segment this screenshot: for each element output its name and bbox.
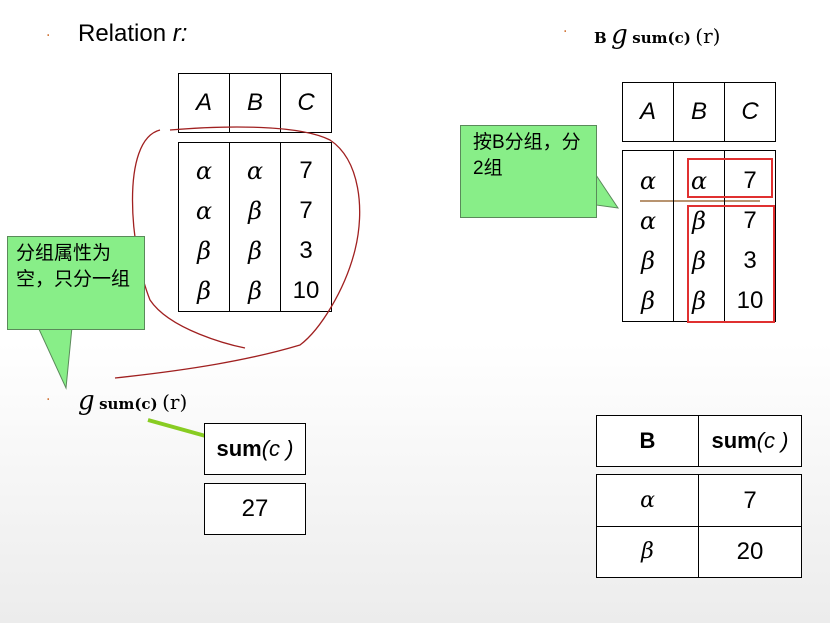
- cell: β: [641, 247, 655, 275]
- header-cell: C: [724, 82, 776, 142]
- header-cell: A: [622, 82, 674, 142]
- cell: 3: [743, 247, 757, 274]
- cell: α: [246, 157, 264, 185]
- cell: α: [195, 157, 213, 185]
- relation-title-var: r:: [172, 20, 188, 47]
- column-a: α α β β: [178, 142, 230, 312]
- result-value: 27: [204, 483, 306, 535]
- relation-title: Relation r:: [78, 20, 187, 48]
- relation-title-text: Relation: [78, 20, 173, 47]
- result-cell: 20: [698, 526, 802, 578]
- result-header-rest: (c ): [756, 428, 789, 453]
- aggregate-g: g: [78, 386, 95, 416]
- cell: β: [692, 287, 706, 315]
- result-header-sum: sum(c ): [698, 415, 802, 467]
- result-cell: α: [596, 474, 699, 527]
- cell: β: [197, 237, 211, 265]
- group-arg: (r): [695, 24, 721, 48]
- cell: β: [692, 207, 706, 235]
- callout-tail: [595, 173, 620, 209]
- cell: 10: [292, 277, 320, 304]
- bullet: ·: [563, 24, 568, 40]
- cell: β: [641, 287, 655, 315]
- cell: α: [639, 207, 657, 235]
- group-highlight-alpha: [687, 158, 773, 198]
- column-c: 7 7 3 10: [724, 150, 776, 322]
- cell: β: [248, 277, 262, 305]
- aggregate-sub: sum(c): [99, 395, 158, 413]
- cell: β: [692, 247, 706, 275]
- result-header-b: B: [596, 415, 699, 467]
- result-header-bold: sum: [711, 428, 757, 453]
- left-relation-body: α α β β α β β β 7 7 3 10: [178, 142, 332, 312]
- cell: 7: [743, 207, 757, 234]
- right-relation-header: A B C: [622, 82, 776, 142]
- cell: 7: [299, 197, 313, 224]
- cell: β: [248, 237, 262, 265]
- cell: β: [197, 277, 211, 305]
- result-header-rest: (c ): [261, 436, 294, 461]
- right-relation-body: α α β β α β β β 7 7 3 10: [622, 150, 776, 322]
- callout-group-by-b: 按B分组，分2组: [460, 125, 597, 218]
- result-cell: 7: [698, 474, 802, 527]
- cell: 10: [736, 287, 764, 314]
- result-header-bold: sum: [216, 436, 262, 461]
- group-sub: sum(c): [632, 29, 691, 47]
- column-b: α β β β: [229, 142, 281, 312]
- callout-empty-group: 分组属性为空，只分一组: [7, 236, 145, 330]
- result-cell: β: [596, 526, 699, 578]
- group-attribute: B: [594, 29, 607, 47]
- cell: α: [690, 167, 708, 195]
- header-cell: C: [280, 73, 332, 133]
- group-expression: B g sum(c) (r): [594, 20, 720, 50]
- aggregate-arg: (r): [162, 390, 188, 414]
- header-cell: B: [673, 82, 725, 142]
- freehand-loop: [114, 126, 361, 379]
- cell: α: [195, 197, 213, 225]
- cell: α: [639, 167, 657, 195]
- bullet: ·: [46, 28, 51, 44]
- cell: 3: [299, 237, 313, 264]
- header-cell: B: [229, 73, 281, 133]
- cell: 7: [743, 167, 757, 194]
- aggregate-expression: g sum(c) (r): [78, 386, 187, 416]
- left-relation-header: A B C: [178, 73, 332, 133]
- bullet: ·: [46, 392, 51, 408]
- cell: β: [248, 197, 262, 225]
- result-header: sum(c ): [204, 423, 306, 475]
- column-b: α β β β: [673, 150, 725, 322]
- group-highlight-beta: [687, 205, 775, 323]
- column-c: 7 7 3 10: [280, 142, 332, 312]
- group-g: g: [611, 20, 628, 50]
- column-a: α α β β: [622, 150, 674, 322]
- cell: 7: [299, 157, 313, 184]
- callout-tail: [37, 326, 73, 390]
